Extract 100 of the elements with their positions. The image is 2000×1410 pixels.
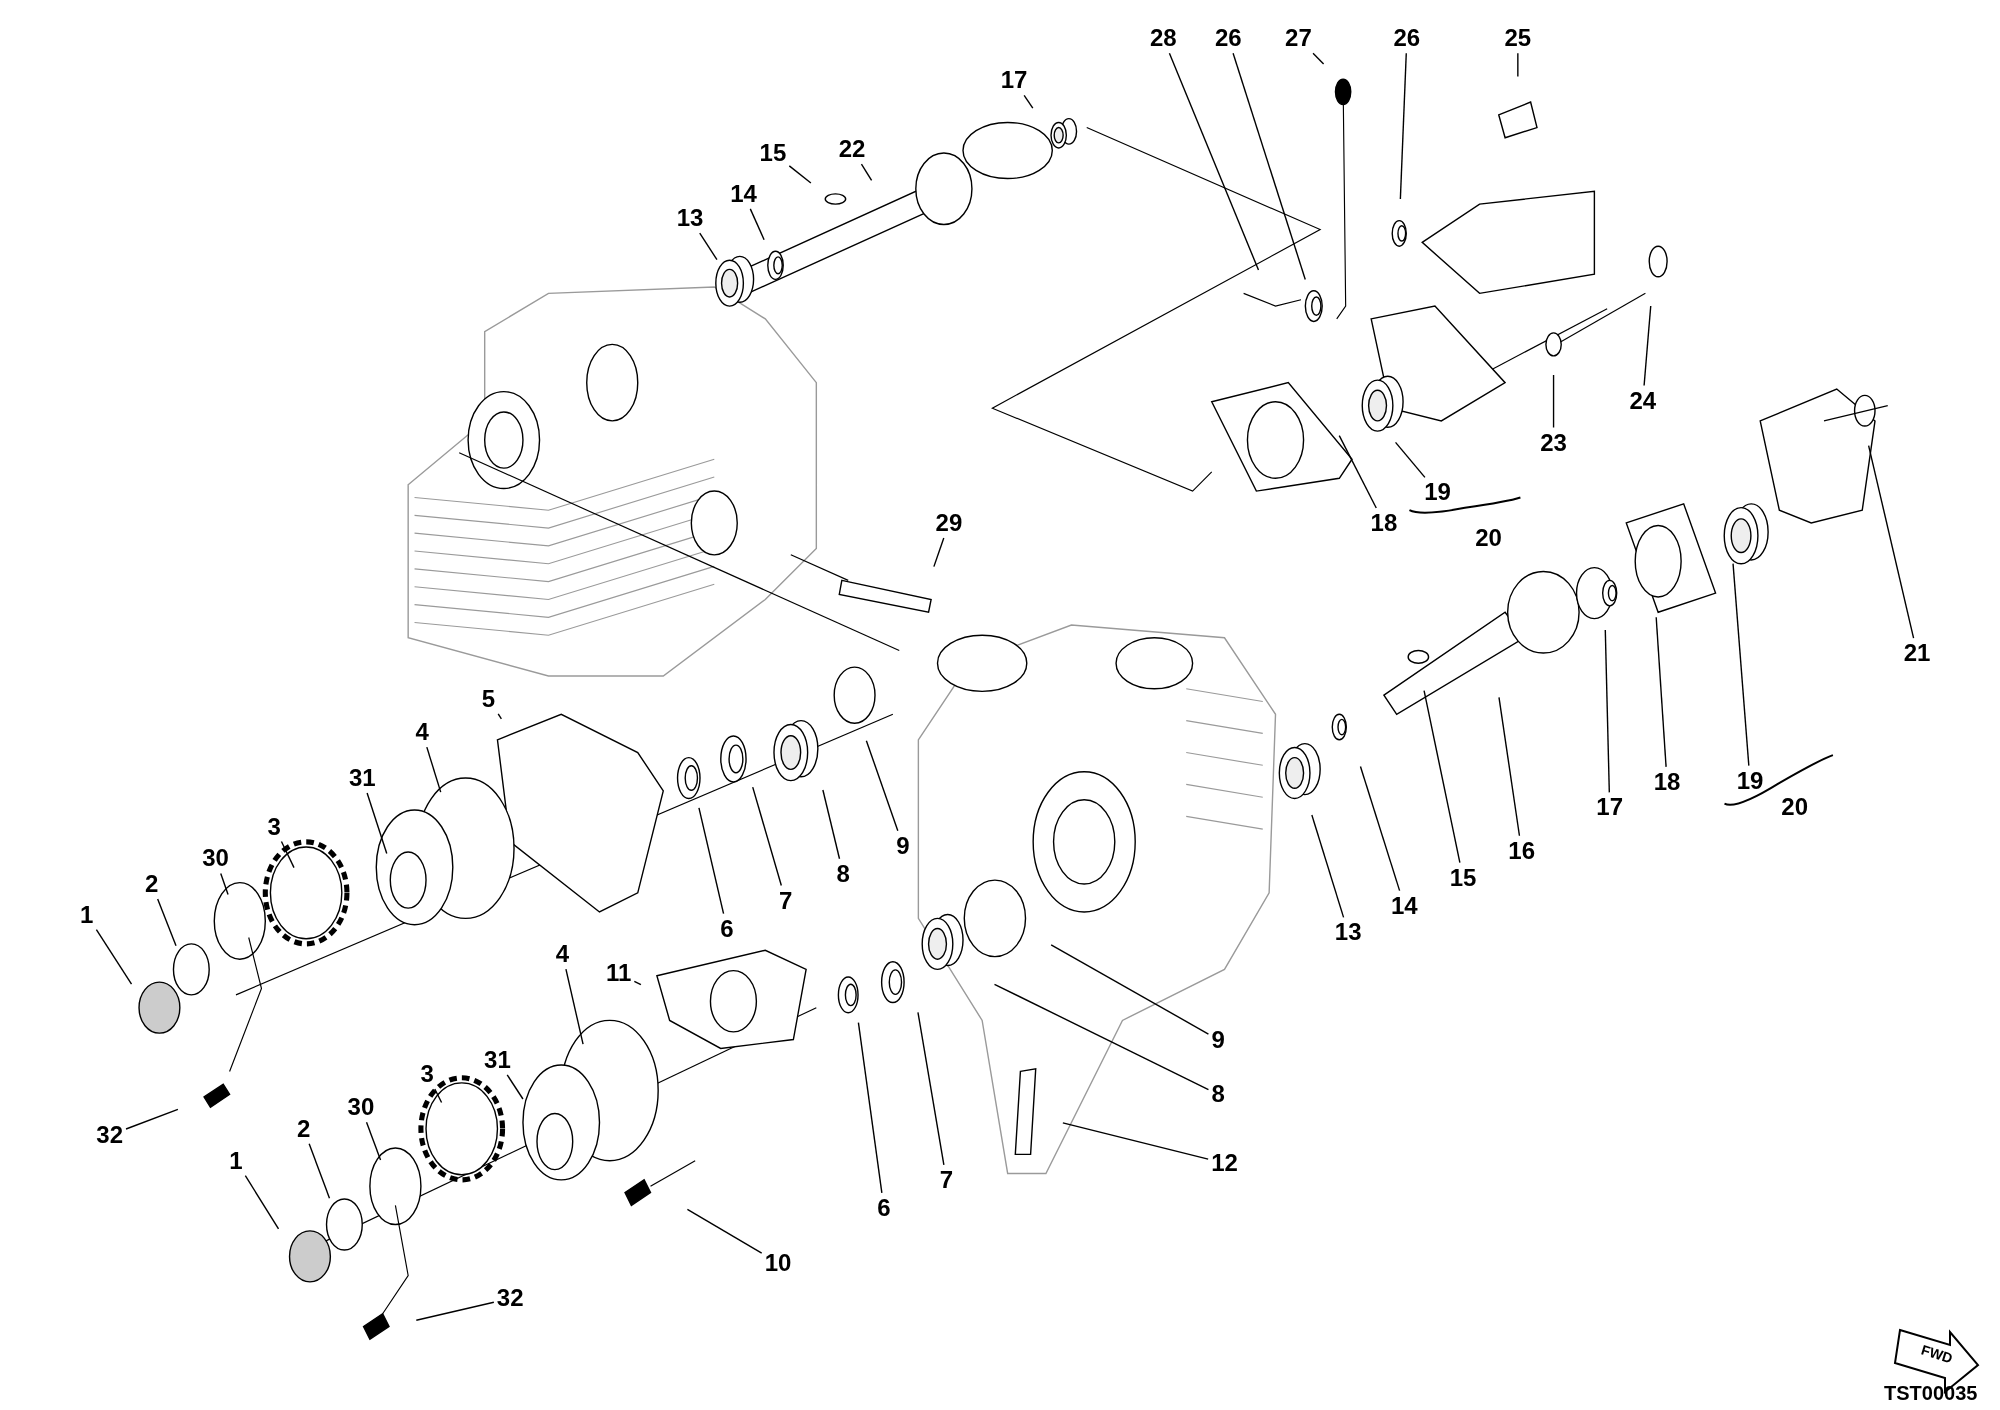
leader-line <box>993 983 1210 1091</box>
callout-number: 19 <box>1736 768 1764 793</box>
callout-number: 31 <box>348 766 376 791</box>
callout-number: 15 <box>759 141 787 166</box>
callout-number: 6 <box>877 1195 891 1220</box>
callout-number: 10 <box>764 1250 792 1275</box>
callout-number: 22 <box>838 137 866 162</box>
callout-number: 5 <box>481 686 496 711</box>
callout-number: 24 <box>1629 388 1657 413</box>
leader-line <box>699 232 718 261</box>
leader-line <box>220 872 229 896</box>
callout-number: 3 <box>267 814 281 839</box>
leader-line <box>1359 765 1401 892</box>
callout-number: 30 <box>202 846 229 871</box>
leader-line <box>125 1108 179 1130</box>
leader-line <box>1062 1122 1209 1160</box>
callout-number: 9 <box>1211 1027 1225 1052</box>
leader-line <box>1312 52 1325 65</box>
leader-line <box>1168 52 1260 271</box>
callout-number: 29 <box>935 510 963 535</box>
leader-line <box>1732 562 1750 767</box>
callout-number: 1 <box>80 902 94 927</box>
leader-line <box>415 1301 495 1321</box>
leader-line <box>156 898 177 947</box>
leader-line <box>1338 434 1377 509</box>
leader-line <box>1867 444 1915 639</box>
leader-line <box>308 1143 331 1199</box>
callout-number: 26 <box>1393 26 1421 51</box>
leader-line <box>633 980 642 986</box>
direction-label: FWD <box>1919 1342 1955 1366</box>
callout-number: 30 <box>347 1095 375 1120</box>
leader-line <box>1423 689 1461 864</box>
callout-number: 12 <box>1211 1151 1238 1176</box>
leader-line <box>749 208 765 241</box>
callout-number: 2 <box>296 1116 311 1141</box>
leader-line <box>565 968 584 1045</box>
callout-number: 18 <box>1370 510 1398 535</box>
callout-number: 14 <box>1391 893 1418 918</box>
leader-line <box>95 928 133 985</box>
leader-line <box>434 1088 443 1104</box>
callout-number: 14 <box>730 181 757 206</box>
callout-number: 20 <box>1475 526 1502 551</box>
leader-line <box>497 713 503 720</box>
leader-line <box>857 1021 883 1194</box>
leader-line <box>280 840 295 869</box>
leader-line <box>1655 616 1667 768</box>
callout-number: 1 <box>229 1148 243 1173</box>
leader-line <box>1552 374 1555 429</box>
leader-line <box>506 1074 524 1100</box>
leader-line <box>698 807 725 915</box>
leader-line <box>366 792 388 855</box>
callout-number: 28 <box>1149 26 1177 51</box>
callout-number: 2 <box>145 871 159 896</box>
callout-number: 7 <box>939 1167 954 1192</box>
leader-line <box>788 165 812 184</box>
callout-number: 19 <box>1424 480 1451 505</box>
callout-number: 17 <box>1596 795 1624 820</box>
leader-line <box>1232 52 1306 281</box>
callout-number: 15 <box>1449 865 1477 890</box>
leader-line <box>860 163 873 182</box>
leader-line <box>865 740 899 832</box>
callout-number: 6 <box>720 916 734 941</box>
leader-line <box>244 1175 280 1230</box>
leader-line <box>1604 629 1610 794</box>
callout-number: 8 <box>1211 1082 1225 1107</box>
leader-line <box>1498 696 1521 837</box>
callout-number: 18 <box>1653 769 1681 794</box>
callout-number: 23 <box>1540 430 1567 455</box>
callout-number: 17 <box>1000 68 1028 93</box>
leader-line <box>933 537 945 568</box>
leader-line <box>426 746 442 793</box>
leader-line <box>686 1208 763 1254</box>
callout-number: 4 <box>415 720 429 745</box>
leader-line <box>822 789 841 860</box>
callout-number: 9 <box>896 833 910 858</box>
callout-number: 32 <box>496 1286 524 1311</box>
leader-line <box>1517 52 1519 78</box>
leader-line <box>1394 441 1426 479</box>
leader-line <box>365 1121 382 1161</box>
leader-line <box>1050 944 1210 1035</box>
leader-line <box>1311 814 1345 919</box>
leader-line <box>1643 305 1652 387</box>
leader-line <box>1023 94 1034 109</box>
callout-number: 20 <box>1781 795 1808 820</box>
callout-number: 26 <box>1214 26 1242 51</box>
callout-number: 21 <box>1903 641 1931 666</box>
callout-number: 31 <box>484 1047 511 1072</box>
callout-number: 25 <box>1504 26 1532 51</box>
callout-number: 32 <box>96 1123 124 1148</box>
leader-line <box>752 786 783 887</box>
callout-number: 27 <box>1285 26 1312 51</box>
callout-number: 7 <box>779 888 793 913</box>
callout-number: 8 <box>836 861 850 886</box>
leader-line <box>917 1011 945 1166</box>
callout-number: 13 <box>1334 920 1362 945</box>
callout-number: 3 <box>420 1061 434 1086</box>
leader-line <box>1399 52 1407 200</box>
callout-number: 16 <box>1508 838 1535 863</box>
callout-number: 4 <box>555 942 570 967</box>
drawing-number: TST00035 <box>1884 1383 1978 1403</box>
